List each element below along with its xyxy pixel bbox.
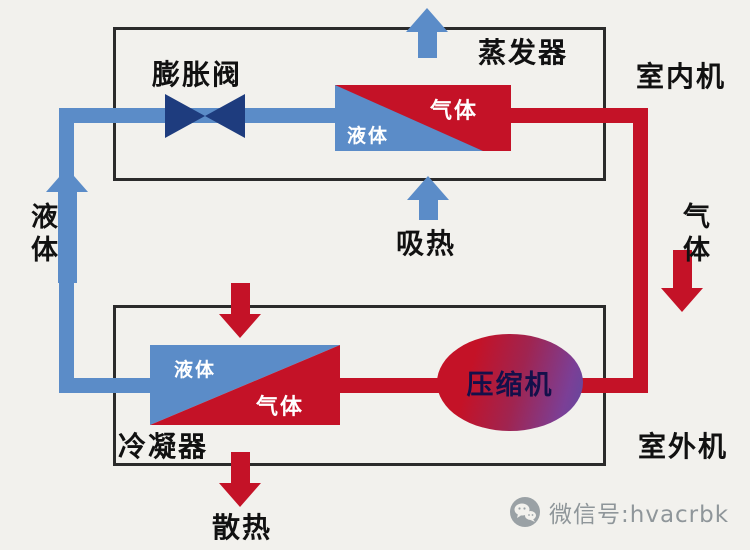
gas-pipe-right xyxy=(633,108,648,393)
expansion-valve-icon xyxy=(205,94,245,138)
condenser-label: 冷凝器 xyxy=(118,430,209,463)
watermark: 微信号:hvacrbk xyxy=(509,495,729,529)
watermark-text: 微信号:hvacrbk xyxy=(549,502,730,528)
release-heat-arrow xyxy=(219,452,261,507)
evaporator-gas-region xyxy=(335,85,511,151)
arrow-down-icon xyxy=(219,483,261,507)
compressor-unit: 压缩机 xyxy=(437,334,583,431)
expansion-valve-icon xyxy=(165,94,205,138)
arrow-down-icon xyxy=(661,288,703,312)
gas-pipe-top xyxy=(505,108,648,123)
condenser-liquid-label: 液体 xyxy=(174,359,217,381)
gas-flow-arrow xyxy=(661,250,703,312)
arrow-down-icon xyxy=(219,314,261,338)
evaporator-unit: 气体 液体 xyxy=(335,85,511,151)
liquid-flow-arrow xyxy=(46,168,88,283)
absorb-heat-label: 吸热 xyxy=(396,227,457,260)
arrow-up-icon xyxy=(407,176,449,200)
arrow-up-icon xyxy=(406,8,448,32)
absorb-heat-arrow xyxy=(406,176,450,220)
gas-flow-label: 气体 xyxy=(678,202,709,268)
expansion-valve-label: 膨胀阀 xyxy=(152,58,243,91)
indoor-unit-label: 室内机 xyxy=(636,60,727,93)
evaporator-gas-label: 气体 xyxy=(430,99,479,124)
wechat-icon xyxy=(510,497,540,527)
compressor-label: 压缩机 xyxy=(466,370,554,401)
indoor-unit-box xyxy=(113,27,606,181)
outdoor-unit-label: 室外机 xyxy=(638,430,729,463)
evaporator-label: 蒸发器 xyxy=(478,36,569,69)
condenser-unit: 液体 气体 xyxy=(150,345,340,425)
liquid-pipe-bottom xyxy=(59,378,154,393)
condenser-inlet-arrow xyxy=(219,283,261,338)
arrow-up-icon xyxy=(46,168,88,192)
condenser-gas-region xyxy=(150,345,340,425)
evaporator-outlet-arrow xyxy=(404,8,450,58)
release-heat-label: 散热 xyxy=(212,511,273,544)
evaporator-liquid-label: 液体 xyxy=(347,125,390,147)
liquid-flow-label: 液体 xyxy=(26,202,57,268)
condenser-gas-label: 气体 xyxy=(256,395,305,420)
